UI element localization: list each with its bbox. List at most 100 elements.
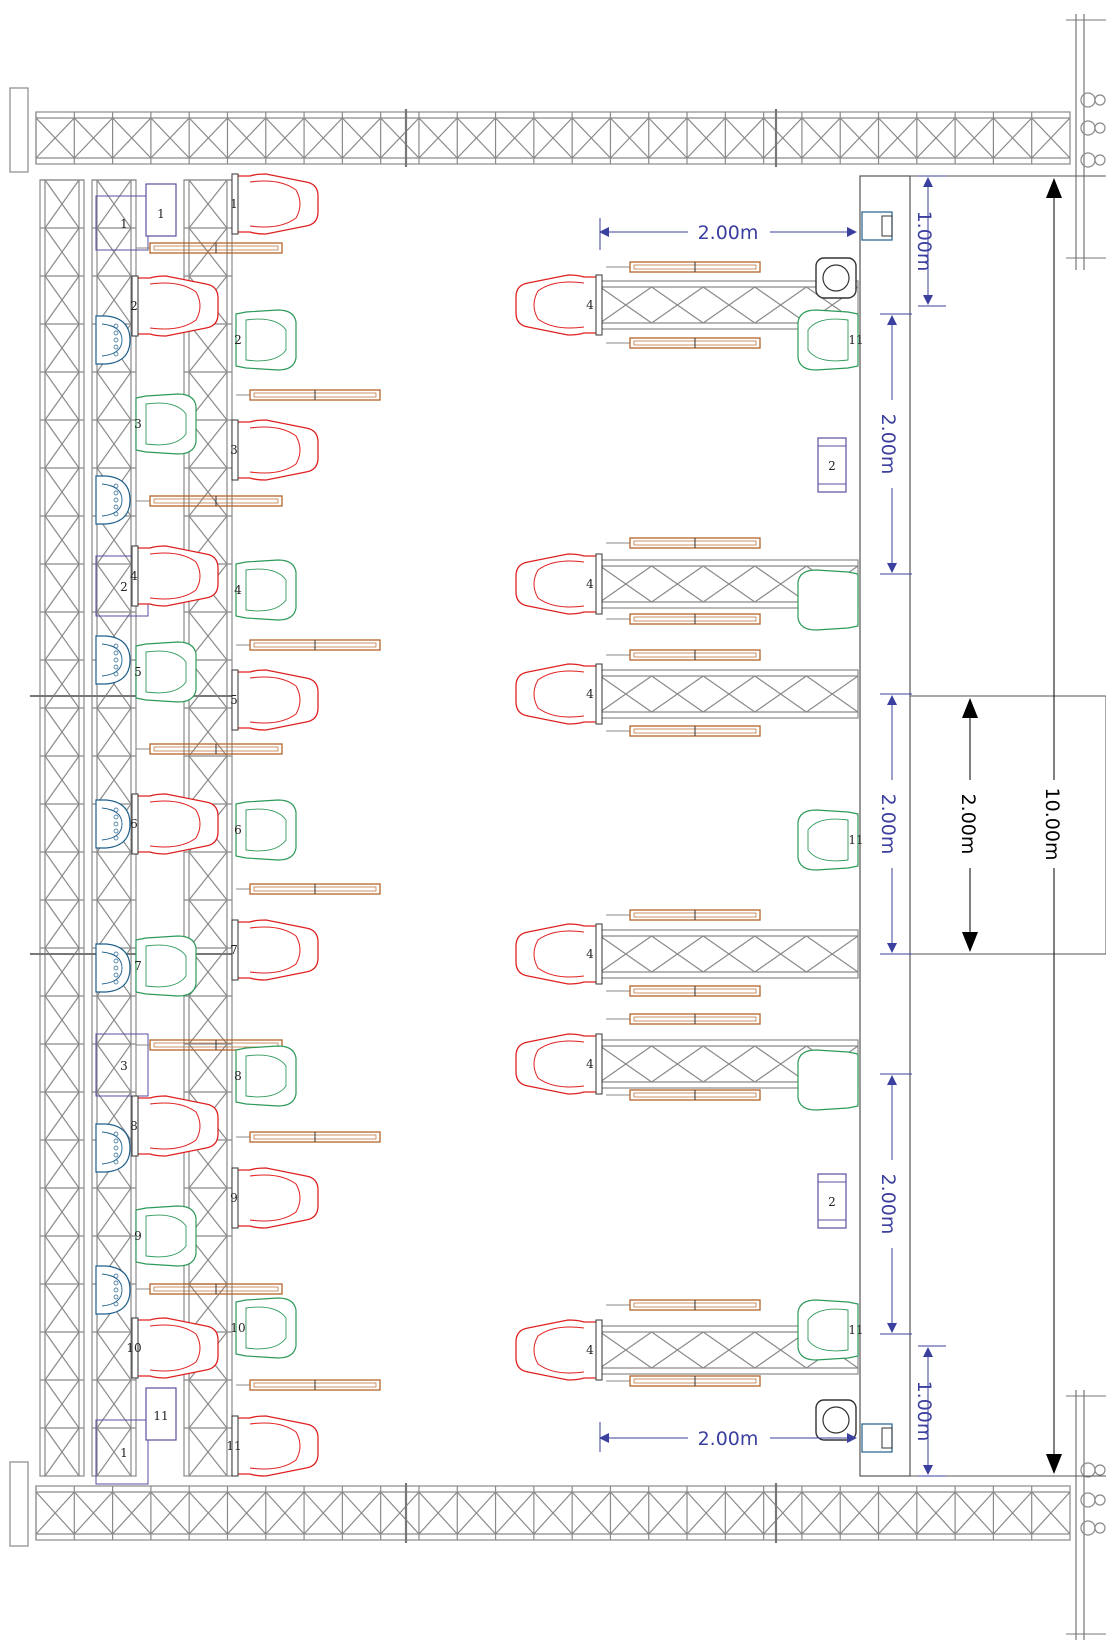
blinder-icon [95, 635, 131, 685]
blinder-cell [113, 330, 119, 336]
moving-head-yoke [249, 180, 301, 228]
truss-brace [188, 659, 228, 709]
truss-brace [303, 117, 343, 159]
led-bar [606, 537, 761, 549]
blinder-cell [113, 497, 119, 503]
blinder-cell [113, 835, 119, 841]
moving-head-body [515, 663, 599, 725]
truss-brace [96, 1043, 132, 1093]
blinder-icon [95, 1123, 131, 1173]
truss-brace [96, 851, 132, 901]
wash-lens [145, 402, 187, 446]
truss-brace [610, 1491, 650, 1535]
blinder-icon [95, 943, 131, 993]
blinder-cell [113, 1145, 119, 1151]
spot-icon [861, 1423, 893, 1453]
blinder-cell [113, 643, 119, 649]
truss-brace [96, 1427, 132, 1477]
wash-body [135, 393, 197, 455]
truss-bottom-body [35, 1483, 1071, 1543]
truss-brace [839, 1491, 879, 1535]
clamp-icon [1080, 152, 1096, 168]
moving-head-yoke [149, 552, 201, 600]
moving-head-icon [515, 274, 603, 336]
led-bar [136, 1039, 283, 1051]
blinder-body [95, 943, 131, 993]
speaker-icon [815, 257, 857, 299]
blinder-cell [113, 951, 119, 957]
truss-brace [96, 755, 132, 805]
truss-brace [265, 117, 305, 159]
moving-head-yoke [249, 676, 301, 724]
blinder-cell [113, 807, 119, 813]
moving-head-yoke [533, 930, 585, 978]
clamp-icon [1080, 120, 1096, 136]
truss-brace [571, 1491, 611, 1535]
truss-brace [44, 755, 80, 805]
clamp-icon [1080, 1520, 1096, 1536]
dimension-side-bottom: 1.00m [913, 1345, 946, 1477]
truss-brace [754, 286, 807, 324]
moving-head-clamp [595, 553, 603, 615]
truss-brace [724, 1491, 765, 1535]
truss-brace [44, 1235, 80, 1285]
truss-brace [44, 1043, 80, 1093]
blinder-cell [113, 504, 119, 510]
dimension-span-3: 2.00m [877, 1073, 912, 1335]
led-bar [606, 725, 761, 737]
moving-head-icon [515, 1319, 603, 1381]
led-bar [236, 883, 381, 895]
blinder-cell [113, 1152, 119, 1158]
truss-brace [44, 851, 80, 901]
moving-head-yoke [533, 560, 585, 608]
truss-brace [44, 371, 80, 421]
wash-lens [807, 1308, 849, 1352]
cantilever-truss [599, 929, 859, 979]
wash-icon [235, 309, 297, 371]
moving-head-icon [231, 669, 319, 731]
truss-brace [188, 1427, 228, 1477]
moving-head-clamp [595, 1319, 603, 1381]
moving-head-body [135, 275, 219, 337]
truss-brace [456, 117, 496, 159]
truss-brace [96, 995, 132, 1045]
moving-head-body [135, 793, 219, 855]
moving-head-clamp [131, 275, 139, 337]
moving-head-icon [231, 419, 319, 481]
truss-brace [954, 1491, 994, 1535]
truss-brace [44, 611, 80, 661]
moving-head-yoke [249, 426, 301, 474]
truss-brace [188, 419, 228, 469]
moving-head-label: 4 [586, 577, 594, 591]
moving-head-clamp [231, 919, 239, 981]
moving-head-yoke [533, 1040, 585, 1088]
truss-brace [806, 675, 859, 713]
truss-brace [96, 707, 132, 757]
truss-brace [380, 1491, 420, 1535]
wash-icon [135, 1205, 197, 1267]
truss-brace [227, 117, 267, 159]
truss-brace [188, 117, 228, 159]
truss-brace [754, 935, 807, 973]
truss-brace [754, 1045, 807, 1083]
box-top-label: 1 [157, 207, 165, 221]
truss-brace [702, 286, 756, 324]
truss-brace [954, 117, 994, 159]
wash-label: 4 [234, 583, 242, 597]
led-bar [606, 1013, 761, 1025]
wash-label: 7 [134, 959, 142, 973]
truss-brace [599, 1045, 652, 1083]
moving-head-body [235, 669, 319, 731]
blinder-cell [113, 965, 119, 971]
box-right-2-label: 2 [828, 1195, 836, 1209]
clamp-icon [1094, 1522, 1106, 1534]
blinder-cell [113, 511, 119, 517]
truss-brace [702, 675, 756, 713]
truss-brace [44, 659, 80, 709]
truss-brace [651, 286, 704, 324]
clamp-icon [1080, 92, 1096, 108]
wash-lens [145, 944, 187, 988]
moving-head-yoke [249, 1422, 301, 1470]
